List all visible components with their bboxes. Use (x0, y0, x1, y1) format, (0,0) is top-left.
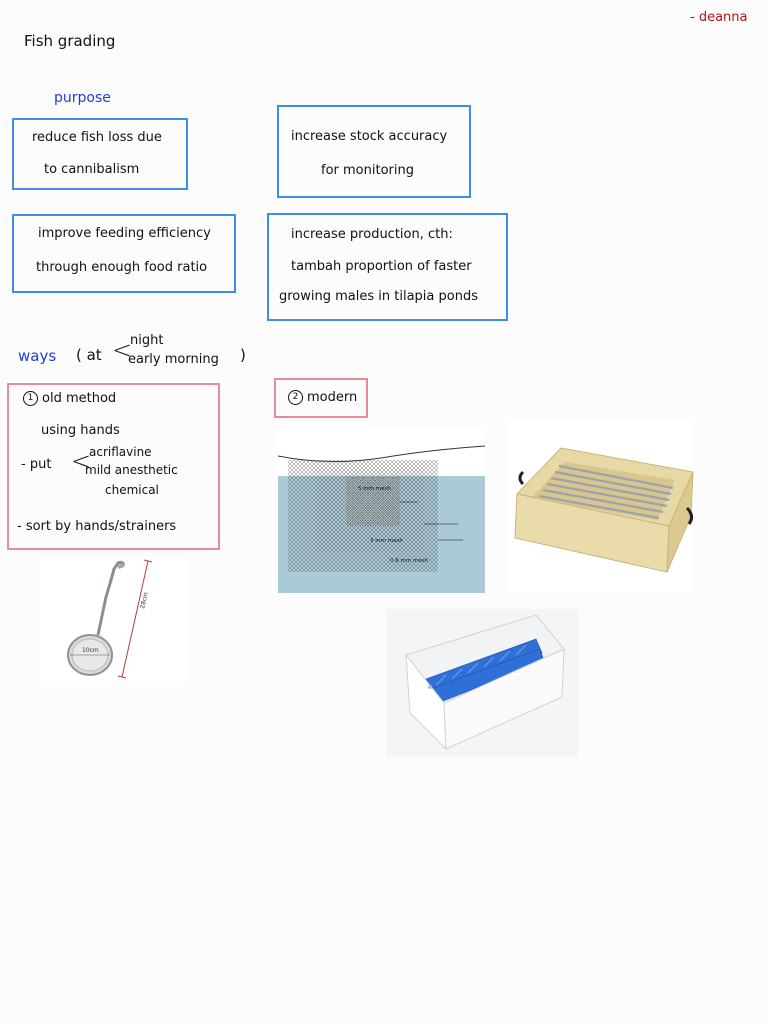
purpose-box-stock-accuracy: increase stock accuracy for monitoring (277, 105, 471, 198)
modern-title: modern (307, 390, 358, 405)
number-circle: 1 (23, 391, 38, 406)
author-signature: - deanna (690, 10, 748, 25)
strainer-illustration: 28cm 10cm (67, 559, 153, 679)
mesh-net-diagram: 5 mm mesh 3 mm mesh 0.6 mm mesh (278, 428, 485, 593)
purpose-text-line: to cannibalism (44, 162, 140, 177)
old-method-heading: 1 old method (23, 391, 116, 406)
purpose-text-line: increase stock accuracy (291, 129, 448, 144)
plastic-grader-photo (386, 609, 578, 757)
old-method-sort: - sort by hands/strainers (17, 519, 177, 534)
strainer-photo: 28cm 10cm (40, 557, 188, 682)
strainer-length-label: 28cm (139, 591, 150, 609)
ways-option-night: night (130, 333, 164, 348)
modern-heading: 2 modern (288, 390, 357, 405)
number-circle: 2 (288, 390, 303, 405)
purpose-text-line: improve feeding efficiency (38, 226, 211, 241)
ways-close-paren: ) (240, 346, 246, 364)
ways-option-early-morning: early morning (128, 352, 219, 367)
put-brace: < (71, 447, 92, 475)
purpose-box-feeding: improve feeding efficiency through enoug… (12, 214, 236, 293)
purpose-text-line: reduce fish loss due (32, 130, 162, 145)
purpose-box-cannibalism: reduce fish loss due to cannibalism (12, 118, 188, 190)
purpose-text-line: growing males in tilapia ponds (279, 289, 478, 304)
strainer-diameter-label: 10cm (82, 647, 99, 654)
old-method-using-hands: using hands (41, 423, 120, 438)
old-method-put-label: - put (21, 457, 52, 472)
put-option-acriflavine: acriflavine (89, 445, 152, 459)
purpose-text-line: increase production, cth: (291, 227, 453, 242)
modern-box: 2 modern (274, 378, 368, 418)
purpose-text-line: through enough food ratio (36, 260, 208, 275)
ways-open-paren: ( at (76, 346, 102, 364)
put-option-chemical: chemical (105, 483, 159, 497)
ways-label: ways (18, 347, 57, 365)
old-method-title: old method (42, 391, 117, 406)
mesh-label-inner: 5 mm mesh (358, 486, 391, 492)
purpose-box-production: increase production, cth: tambah proport… (267, 213, 508, 321)
purpose-text-line: tambah proportion of faster (291, 259, 472, 274)
mesh-label-middle: 3 mm mesh (370, 538, 403, 544)
wooden-grader-box-photo (509, 420, 694, 592)
old-method-box: 1 old method using hands - put < acriflav… (7, 383, 220, 550)
ways-brace: < (112, 336, 133, 364)
put-option-mild-anesthetic: mild anesthetic (85, 463, 178, 477)
page-title: Fish grading (24, 32, 116, 50)
purpose-text-line: for monitoring (321, 163, 414, 178)
purpose-heading: purpose (54, 90, 111, 106)
mesh-label-outer: 0.6 mm mesh (390, 558, 429, 564)
